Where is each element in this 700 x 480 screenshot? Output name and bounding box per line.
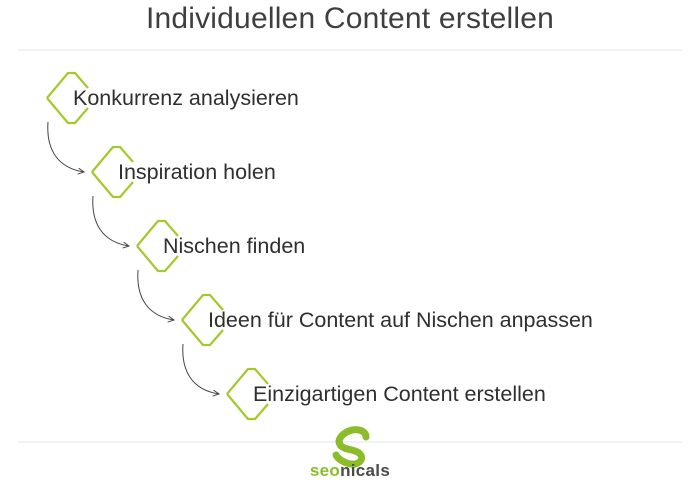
- step-1-diamond: [46, 71, 89, 125]
- connector-arrow-3: [137, 269, 174, 320]
- seonicals-logo-mark: [332, 426, 370, 468]
- connector-arrow-2: [92, 195, 129, 246]
- step-2-label: Inspiration holen: [118, 160, 276, 184]
- step-3-diamond: [136, 219, 179, 273]
- step-1-label: Konkurrenz analysieren: [73, 86, 299, 110]
- brand-wordmark-part1: seo: [309, 461, 341, 480]
- step-5-label: Einzigartigen Content erstellen: [253, 382, 546, 406]
- brand-wordmark-part2: nicals: [340, 461, 391, 480]
- step-5-diamond: [226, 367, 269, 421]
- connector-arrow-4: [182, 343, 219, 394]
- brand-logo: seonicals: [290, 425, 410, 479]
- step-4-diamond: [181, 293, 224, 347]
- step-2-diamond: [91, 145, 134, 199]
- page-title: Individuellen Content erstellen: [145, 2, 555, 35]
- brand-wordmark: seonicals: [290, 462, 410, 479]
- step-4-label: Ideen für Content auf Nischen anpassen: [208, 308, 593, 332]
- step-3-label: Nischen finden: [163, 234, 306, 258]
- connector-arrow-1: [47, 121, 84, 172]
